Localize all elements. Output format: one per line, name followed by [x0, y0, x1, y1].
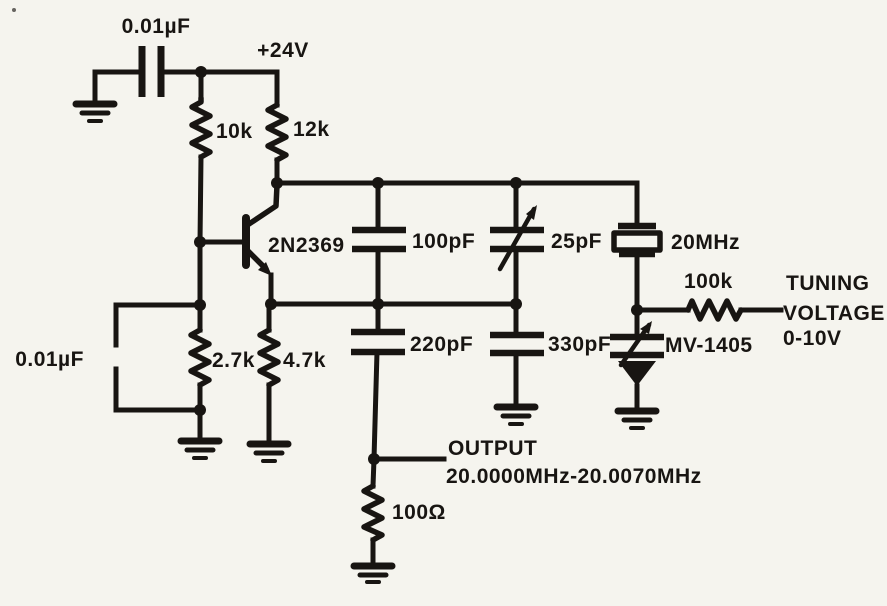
- junction-dot: [372, 298, 384, 310]
- label-output-title: OUTPUT: [448, 437, 537, 460]
- label-transistor: 2N2369: [268, 234, 345, 257]
- label-tuning-line1: TUNING: [786, 272, 870, 295]
- resistor-100ohm: [361, 483, 385, 543]
- label-resistor-12k: 12k: [293, 118, 330, 141]
- crystal-20mhz: [611, 222, 663, 258]
- junction-dot: [194, 404, 206, 416]
- junction-dot: [194, 236, 206, 248]
- transistor-collector: [243, 182, 280, 229]
- junction-dot: [631, 304, 643, 316]
- label-cap-100pf: 100pF: [412, 230, 475, 253]
- scan-speck: [12, 8, 16, 12]
- label-varactor: MV-1405: [665, 334, 753, 357]
- ground-symbol-2k7: [177, 437, 223, 460]
- ground-symbol-output: [350, 562, 396, 584]
- junction-dot: [372, 177, 384, 189]
- wire: [92, 69, 784, 567]
- diode-triangle: [618, 361, 656, 386]
- label-supply: +24V: [257, 39, 309, 62]
- label-bypass-cap-bottom: 0.01µF: [15, 348, 84, 371]
- cap-trimmer-25pf: [490, 205, 544, 272]
- ground-symbol-varactor: [614, 407, 660, 430]
- cap-100pf: [352, 226, 406, 253]
- crystal-body: [611, 230, 663, 253]
- bypass-cap-top: [138, 46, 165, 97]
- label-bypass-cap-top: 0.01µF: [122, 15, 191, 38]
- junction-dot: [368, 453, 380, 465]
- cap-330pf: [490, 331, 544, 357]
- ground-symbol-4k7: [246, 440, 292, 463]
- resistor-100k: [685, 298, 744, 322]
- label-resistor-10k: 10k: [216, 120, 253, 143]
- transistor-2n2369: [242, 182, 280, 276]
- varactor-mv1405: [610, 321, 664, 386]
- ground-symbol-top-left: [72, 100, 118, 123]
- label-crystal: 20MHz: [671, 231, 740, 254]
- ground-symbol-330pf: [493, 403, 539, 426]
- label-output-range: 20.0000MHz-20.0070MHz: [446, 465, 702, 488]
- junction-dot: [194, 299, 206, 311]
- trimmer-arrowhead: [526, 205, 537, 220]
- junction-dot: [510, 298, 522, 310]
- resistor-2k7: [188, 327, 212, 388]
- label-resistor-100k: 100k: [684, 270, 733, 293]
- label-tuning-line2: VOLTAGE: [783, 302, 885, 325]
- label-resistor-100ohm: 100Ω: [392, 501, 446, 524]
- label-cap-220pf: 220pF: [410, 333, 473, 356]
- label-cap-330pf: 330pF: [548, 333, 611, 356]
- varactor-arrowhead: [640, 321, 652, 334]
- junction-dot: [265, 298, 277, 310]
- resistor-4k7: [257, 327, 281, 388]
- trimmer-arrow: [497, 206, 537, 272]
- cap-220pf: [351, 328, 405, 356]
- label-cap-25pf: 25pF: [551, 230, 602, 253]
- junction-dots: [194, 66, 643, 465]
- resistor-10k: [189, 95, 213, 160]
- resistor-12k: [265, 102, 289, 163]
- junction-dot: [195, 66, 207, 78]
- wires: [92, 69, 784, 567]
- junction-dot: [510, 177, 522, 189]
- label-tuning-line3: 0-10V: [783, 327, 842, 350]
- varactor-arrow: [618, 322, 652, 368]
- emitter-arrowhead: [258, 262, 272, 276]
- label-resistor-4k7: 4.7k: [283, 349, 326, 372]
- label-resistor-2k7: 2.7k: [212, 349, 255, 372]
